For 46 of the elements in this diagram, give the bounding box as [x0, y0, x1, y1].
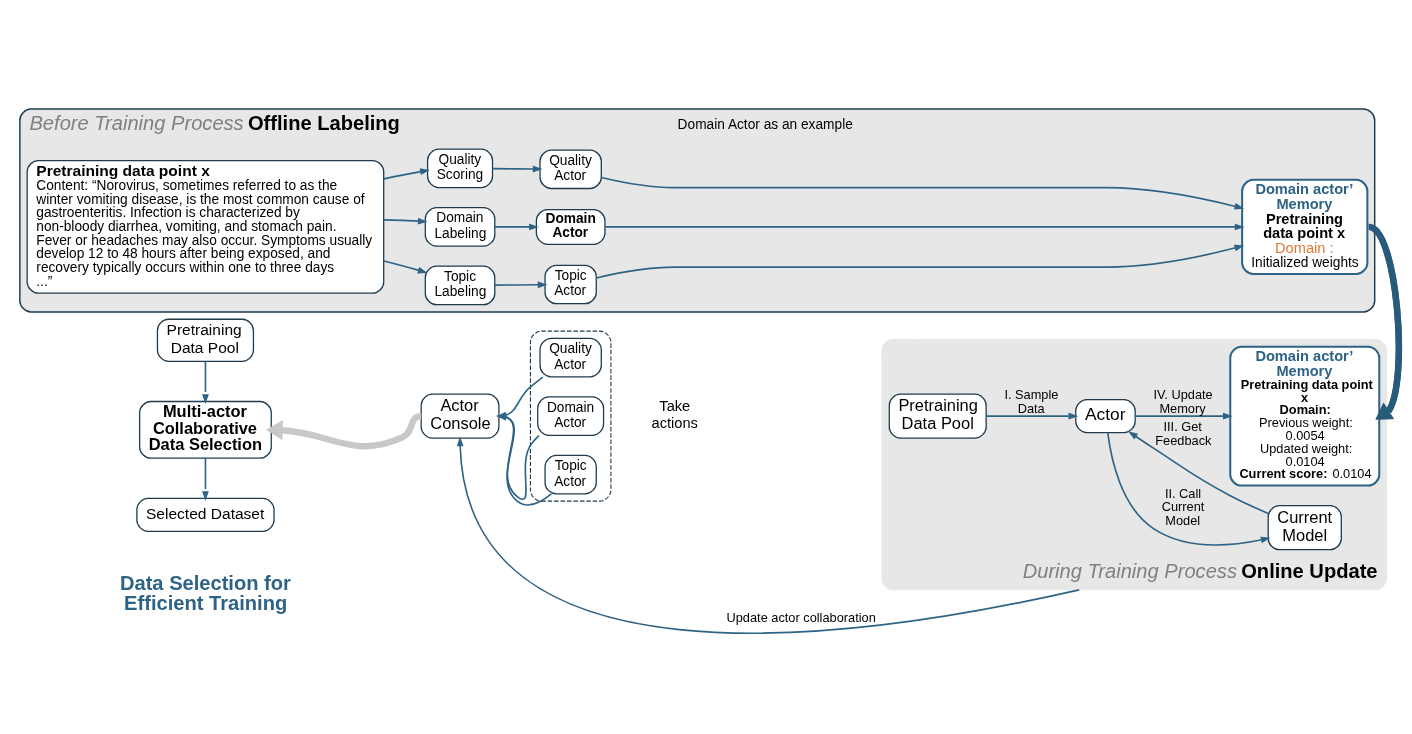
arrow — [202, 359, 209, 404]
node-label: Domain Actor as an example — [677, 116, 853, 132]
arrow — [383, 259, 428, 273]
arrow — [456, 436, 1080, 634]
arrow — [985, 412, 1079, 420]
arrow — [383, 217, 428, 225]
arrow — [202, 456, 209, 501]
node-box: Domain Actor — [535, 208, 606, 245]
node-box: Quality Scoring — [426, 148, 494, 188]
node-box: Topic Actor — [544, 264, 597, 304]
arrow — [383, 167, 430, 180]
node-box: Domain actor’ Memory Pretraining data point x Domain : Initialized weights — [1241, 178, 1369, 275]
arrow — [266, 412, 422, 449]
node-box: Quality Actor — [539, 148, 602, 189]
node-box: Pretraining Data Pool — [156, 318, 255, 362]
arrow — [493, 280, 548, 288]
node-box: Domain actor’ Memory Pretraining data point x Domain: Previous weight: 0.0054 Updated weight: 0.0104 Current score: 0.0104 — [1229, 345, 1381, 487]
arrow — [493, 223, 539, 230]
label: Take actions — [651, 397, 698, 431]
node-box: Domain Labeling — [424, 206, 496, 247]
node-box: Pretraining data point x Content: “Norovirus, sometimes referred to as the winter vomiting disease, is the most common cause of gastroenteritis. Infection is characterized by non-bloody diarrhea, vomiting, and stomach pain. Fever or headaches may also occur. Symptoms usually develop 12 to 48 hours after being exposed, and recovery typically occurs within one to three days ...” — [26, 159, 385, 294]
edge-label: Update actor collaboration — [726, 609, 876, 625]
node-box: Domain Actor — [537, 395, 605, 436]
node-box: Multi-actor Collaborative Data Selection — [139, 400, 272, 459]
node-box: Topic Actor — [544, 454, 597, 494]
arrow — [1106, 431, 1271, 546]
edge-label: III. Get Feedback — [1155, 418, 1212, 448]
node-box: Pretraining Data Pool — [888, 393, 987, 439]
node-box: Quality Actor — [539, 337, 602, 377]
edge-label: I. Sample Data — [1004, 386, 1059, 416]
arrow — [1134, 412, 1233, 420]
node-box: Actor Console — [420, 393, 500, 439]
node-box: Selected Dataset — [136, 497, 275, 532]
arrow — [595, 244, 1245, 279]
label: Data Selection for Efficient Training — [119, 571, 291, 614]
node-box: Current Model — [1267, 504, 1342, 550]
arrow — [1128, 430, 1269, 514]
edge-label: II. Call Current Model — [1161, 485, 1205, 528]
arrow — [604, 223, 1245, 230]
cluster — [529, 330, 612, 502]
node-box: Actor — [1075, 398, 1136, 433]
edge-label: IV. Update Memory — [1153, 386, 1213, 416]
node-box: Topic Labeling — [424, 265, 496, 305]
arrow — [491, 165, 543, 172]
arrow — [1367, 223, 1403, 419]
arrow — [600, 176, 1245, 210]
